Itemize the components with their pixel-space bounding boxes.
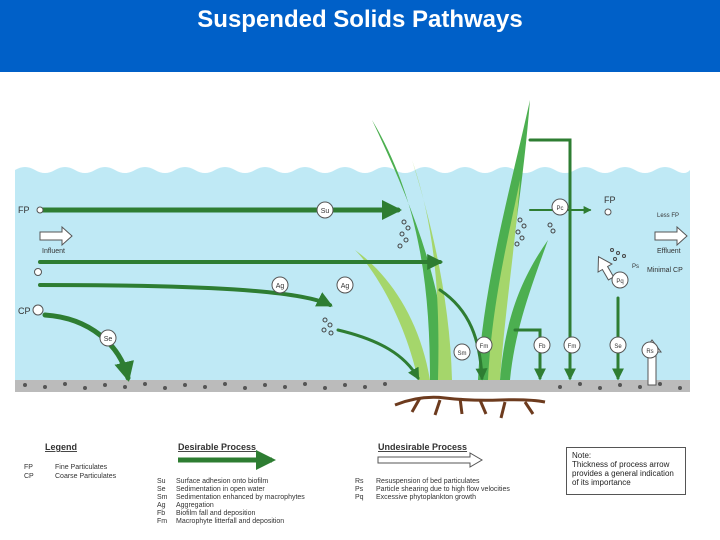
effluent-arrow: [654, 225, 688, 247]
desirable-text-4: Aggregation: [176, 502, 214, 509]
legend-text-1: Fine Particulates: [55, 464, 108, 471]
undesirable-text-3: Excessive phytoplankton growth: [376, 494, 476, 501]
desirable-text-2: Sedimentation in open water: [176, 486, 265, 493]
undesirable-text-2: Particle shearing due to high flow veloc…: [376, 486, 510, 493]
pc-label: Pc: [556, 206, 563, 212]
pq-growth-arrow: [597, 255, 615, 281]
cp-in-label: CP: [18, 306, 31, 316]
fp-in-label: FP: [18, 205, 30, 215]
ag2-node: [336, 276, 354, 294]
se1-label: Se: [104, 336, 113, 343]
undesirable-legend: Undesirable Process Rs Resuspension of b…: [355, 442, 510, 501]
se1-node: [99, 329, 117, 347]
fb-node: [533, 336, 551, 354]
pathways-diagram: FP Influent CP FP Less FP Effluent Minim…: [15, 100, 690, 525]
cp-in-dot: [32, 304, 44, 316]
desirable-legend: Desirable Process Su Surface adhesion on…: [157, 442, 305, 525]
undesirable-title: Undesirable Process: [378, 442, 467, 452]
desirable-code-3: Sm: [157, 494, 168, 501]
rs-node: [641, 341, 659, 359]
rs-label: Rs: [646, 349, 653, 355]
fp-out-label: FP: [604, 195, 616, 205]
pq-label: Pq: [616, 279, 623, 285]
pc-node: [551, 198, 569, 216]
pq-node: [611, 271, 629, 289]
influent-label: Influent: [42, 248, 65, 255]
title-bar: [0, 0, 720, 72]
su-node: [316, 201, 334, 219]
legend-title: Legend: [45, 442, 77, 452]
desirable-text-1: Surface adhesion onto biofilm: [176, 478, 268, 485]
fm2-label: Fm: [568, 344, 577, 350]
page-title: Suspended Solids Pathways: [197, 6, 523, 33]
ag2-label: Ag: [341, 283, 350, 290]
desirable-code-2: Se: [157, 486, 166, 493]
fm2-node: [563, 336, 581, 354]
se2-node: [609, 336, 627, 354]
minimal-cp-label: Minimal CP: [647, 267, 683, 274]
undesirable-code-3: Pq: [355, 494, 364, 501]
fb-biofilm-arrow: [513, 328, 546, 381]
sediment-bed: [15, 380, 690, 392]
macrophyte-plant: [355, 100, 548, 380]
desirable-text-5: Biofilm fall and deposition: [176, 510, 255, 517]
influent-arrow: [39, 225, 73, 247]
desirable-code-5: Fb: [157, 510, 165, 517]
plant-roots: [394, 395, 546, 419]
fp-out-dot: [604, 208, 612, 216]
undesirable-arrow-sample: [377, 452, 483, 468]
se2-label: Se: [614, 344, 622, 350]
ps-label: Ps: [632, 264, 639, 270]
ag1-node: [271, 276, 289, 294]
fm1-node: [475, 336, 493, 354]
ag1-label: Ag: [276, 283, 285, 290]
fm1-litterfall-arrow: [438, 288, 488, 381]
fm1-label: Fm: [480, 344, 489, 350]
desirable-code-6: Fm: [157, 518, 167, 525]
legend: Legend FP Fine Particulates CP Coarse Pa…: [24, 442, 117, 480]
note-box: Note: Thickness of process arrow provide…: [566, 447, 686, 495]
desirable-code-1: Su: [157, 478, 166, 485]
su-label: Su: [321, 208, 330, 215]
fm2-litterfall-arrow: [528, 138, 576, 381]
particle-clusters: [321, 217, 626, 336]
undesirable-code-2: Ps: [355, 486, 364, 493]
desirable-title: Desirable Process: [178, 442, 256, 452]
desirable-text-6: Macrophyte litterfall and deposition: [176, 518, 284, 525]
desirable-text-3: Sedimentation enhanced by macrophytes: [176, 494, 305, 501]
undesirable-code-1: Rs: [355, 478, 364, 485]
effluent-label: Effluent: [657, 248, 681, 255]
less-fp-label: Less FP: [657, 213, 679, 219]
fb-label: Fb: [538, 344, 546, 350]
cp-mid-dot: [34, 268, 42, 276]
undesirable-text-1: Resuspension of bed particulates: [376, 478, 480, 485]
ag-to-sm-arrow: [38, 283, 333, 307]
legend-text-2: Coarse Particulates: [55, 473, 117, 480]
sediment-texture: [23, 382, 682, 390]
fp-in-dot: [36, 206, 44, 214]
sm-label: Sm: [458, 351, 467, 357]
legend-code-1: FP: [24, 464, 33, 471]
diagram-text: FP Influent CP FP Less FP Effluent Minim…: [18, 195, 683, 357]
sm-to-bed-arrow: [336, 328, 420, 381]
desirable-code-4: Ag: [157, 502, 166, 509]
process-nodes: [32, 198, 659, 361]
legend-code-2: CP: [24, 473, 34, 480]
sm-node: [453, 343, 471, 361]
note-text: Thickness of process arrow provides a ge…: [572, 460, 674, 487]
note-heading: Note:: [572, 451, 592, 460]
